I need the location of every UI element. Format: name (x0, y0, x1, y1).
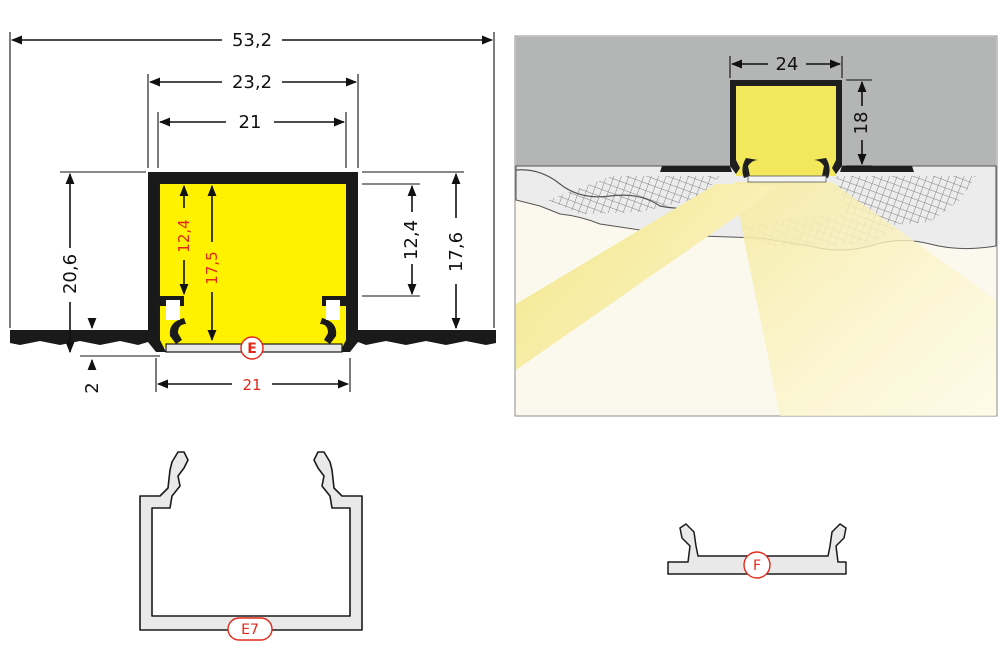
dim-install-height: 18 (851, 112, 872, 135)
dim-flange-thickness: 2 (82, 382, 103, 393)
diffuser-e7-label: E7 (241, 622, 259, 638)
light-area (158, 180, 348, 348)
clip-hook-left (169, 318, 186, 344)
installed-flange (660, 166, 914, 172)
dim-inner-depth-red: 17,5 (203, 251, 221, 284)
diffuser-e7-part: E7 (139, 451, 363, 641)
diffuser-e7-badge (227, 617, 273, 641)
cross-section-drawing: E 53,2 23,2 21 20,6 2 21 (9, 30, 496, 394)
dim-inner-height-red: 12,4 (175, 219, 193, 252)
dim-install-width: 24 (776, 54, 799, 75)
diffuser-e-badge (240, 336, 264, 360)
diffuser-e7-shape (139, 451, 363, 631)
profile-notch-left (166, 300, 180, 320)
dim-right-outer-height: 17,6 (446, 232, 467, 272)
diffuser-f-badge (743, 551, 771, 579)
dim-outer-width: 23,2 (232, 72, 272, 93)
diffuser-e-label: E (247, 341, 257, 357)
dim-diffuser-width: 21 (242, 376, 261, 394)
light-beam-main (516, 184, 780, 370)
diffuser-f-shape (667, 523, 847, 575)
diffuser-f-part: F (667, 523, 847, 579)
clip-hook-right (320, 318, 337, 344)
installed-clip-right (814, 158, 830, 178)
dim-inner-width: 21 (239, 112, 262, 133)
profile-flange (10, 330, 148, 345)
mesh-left (548, 176, 720, 214)
dim-total-width: 53,2 (232, 30, 272, 51)
light-beam-wide (734, 182, 996, 416)
installed-diffuser (747, 175, 827, 183)
diffuser-f-label: F (753, 558, 761, 574)
dim-total-height: 20,6 (60, 254, 81, 294)
dim-right-inner-height: 12,4 (401, 220, 422, 260)
profile-flange-right (358, 330, 496, 345)
installation-view: 24 18 (514, 35, 998, 417)
profile-notch-right (326, 300, 340, 320)
installed-clip-left (742, 158, 758, 178)
